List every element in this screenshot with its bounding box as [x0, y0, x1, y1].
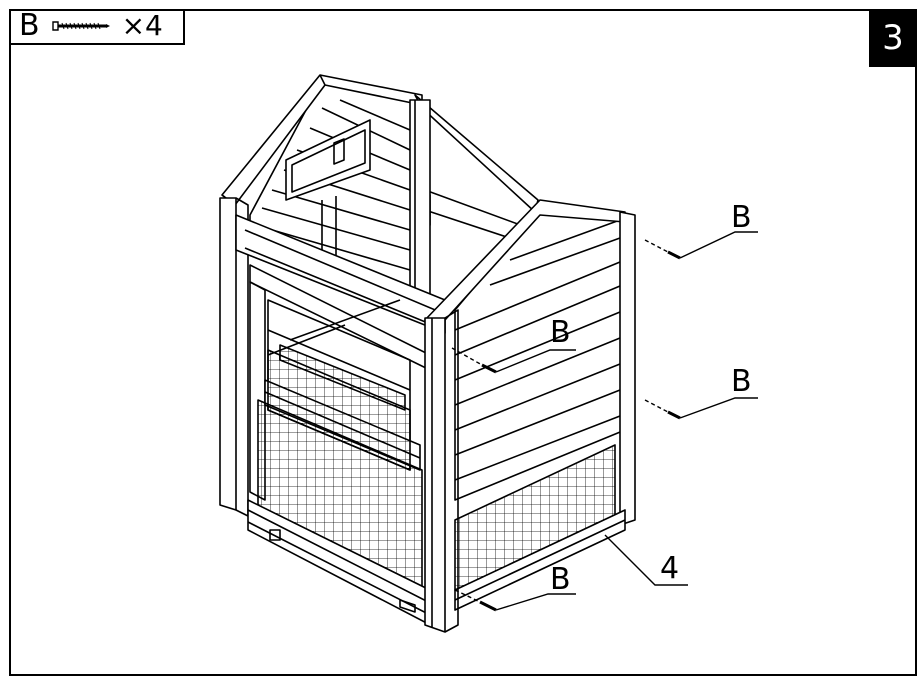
hardware-legend: B ×4	[9, 9, 185, 45]
callout-b-bottom: B	[550, 562, 571, 597]
right-bottom-rail	[454, 509, 626, 611]
callout-b-top-right: B	[731, 200, 752, 235]
front-corner-post	[424, 309, 459, 633]
callout-b-mid-right: B	[731, 364, 752, 399]
callout-b-center: B	[550, 315, 571, 350]
hardware-quantity: ×4	[121, 9, 163, 42]
diagram-frame	[9, 9, 917, 676]
screw-markers	[451, 231, 758, 612]
right-back-post	[619, 211, 636, 526]
hardware-letter: B	[19, 8, 40, 43]
screw-icon	[51, 21, 110, 31]
left-corner-post	[219, 197, 249, 517]
step-number-badge: 3	[869, 9, 917, 67]
center-post	[409, 99, 431, 311]
callout-part-number: 4	[660, 551, 680, 586]
